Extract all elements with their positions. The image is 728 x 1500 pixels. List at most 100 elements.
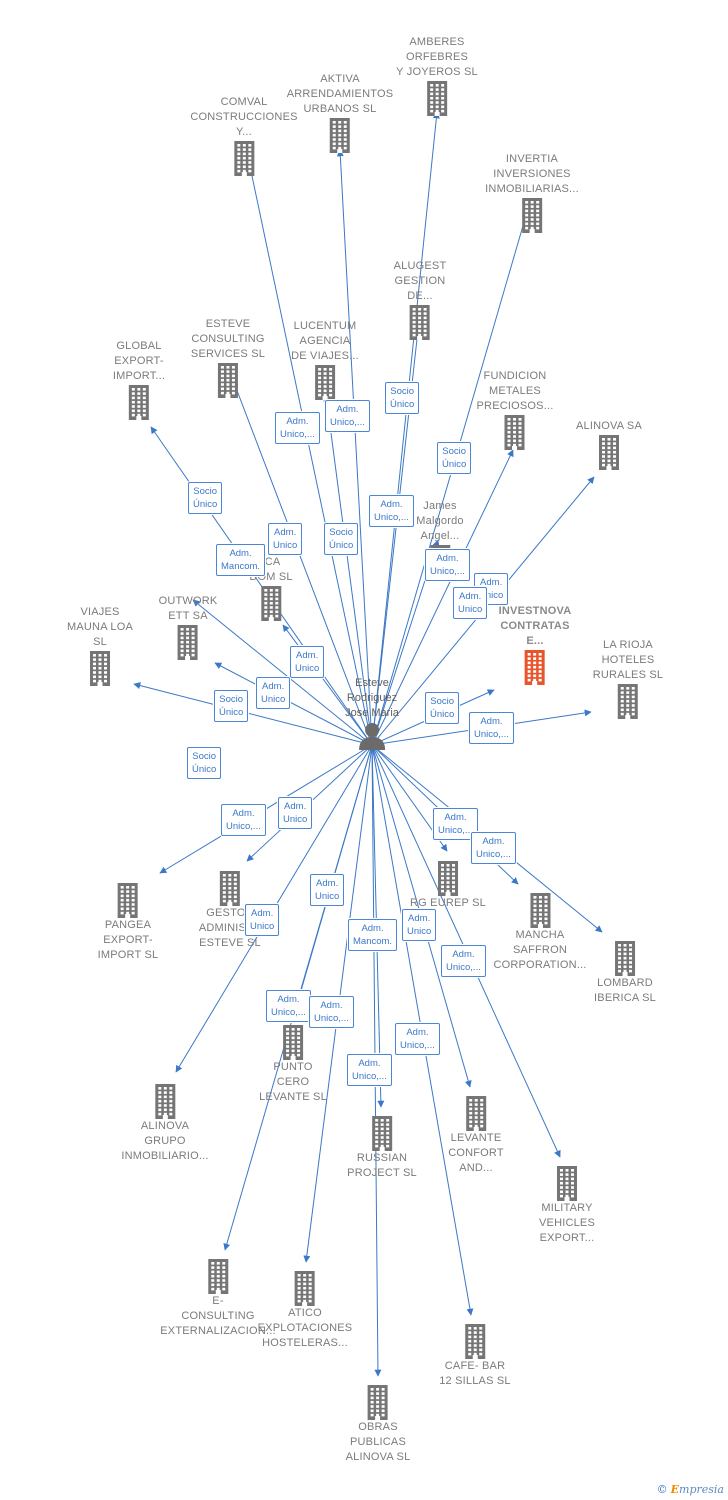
company-label: MANCHA SAFFRON CORPORATION... xyxy=(493,929,587,971)
company-node-viajes[interactable]: VIAJES MAUNA LOA SL xyxy=(67,605,133,686)
building-icon xyxy=(438,861,458,896)
company-node-atico[interactable]: ATICO EXPLOTACIONES HOSTELERAS... xyxy=(258,1270,353,1351)
company-label: INVESTNOVA CONTRATAS E... xyxy=(498,605,572,647)
building-icon xyxy=(128,385,149,420)
company-node-alugest[interactable]: ALUGEST GESTION DE... xyxy=(394,259,447,340)
company-label: LUCENTUM AGENCIA DE VIAJES... xyxy=(291,320,359,362)
company-node-comval[interactable]: COMVAL CONSTRUCCIONES Y... xyxy=(190,95,297,176)
relation-badge[interactable]: Adm. Unico xyxy=(290,646,325,678)
relation-badge[interactable]: Adm. Unico xyxy=(453,587,488,619)
relation-badge[interactable]: Adm. Unico,... xyxy=(395,1023,440,1055)
building-icon xyxy=(529,893,550,928)
building-icon xyxy=(524,650,545,685)
building-icon xyxy=(207,1259,228,1294)
relation-badge[interactable]: Adm. Unico,... xyxy=(325,400,370,432)
relation-badge[interactable]: Adm. Unico,... xyxy=(309,996,354,1028)
relation-badge[interactable]: Adm. Unico xyxy=(268,523,303,555)
relation-badge[interactable]: Socio Único xyxy=(187,747,222,779)
relation-badge[interactable]: Adm. Unico,... xyxy=(221,804,266,836)
building-icon xyxy=(330,118,350,153)
company-node-aktiva[interactable]: AKTIVA ARRENDAMIENTOS URBANOS SL xyxy=(287,72,394,153)
company-label: PANGEA EXPORT- IMPORT SL xyxy=(97,919,159,961)
company-label: PUNTO CERO LEVANTE SL xyxy=(259,1061,327,1103)
relation-badge[interactable]: Adm. Unico,... xyxy=(275,412,320,444)
relation-badge[interactable]: Socio Único xyxy=(385,382,420,414)
company-node-amberes[interactable]: AMBERES ORFEBRES Y JOYEROS SL xyxy=(396,35,478,116)
edge-2 xyxy=(245,156,373,746)
relation-badge[interactable]: Socio Único xyxy=(437,442,472,474)
building-icon xyxy=(599,435,619,470)
company-node-military[interactable]: MILITARY VEHICLES EXPORT... xyxy=(539,1165,595,1246)
company-label: INVERTIA INVERSIONES INMOBILIARIAS... xyxy=(485,153,579,195)
company-node-outwork[interactable]: OUTWORK ETT SA xyxy=(159,594,218,660)
building-icon xyxy=(556,1166,577,1201)
building-icon xyxy=(154,1084,175,1119)
relation-badge[interactable]: Adm. Mancom. xyxy=(216,544,266,576)
company-node-alinova-sa[interactable]: ALINOVA SA xyxy=(576,419,642,470)
relation-badge[interactable]: Adm. Unico,... xyxy=(441,945,486,977)
company-node-obras[interactable]: OBRAS PUBLICAS ALINOVA SL xyxy=(346,1384,411,1465)
company-node-econsulting[interactable]: E- CONSULTING EXTERNALIZACION... xyxy=(160,1258,276,1339)
relation-badge[interactable]: Adm. Unico,... xyxy=(471,832,516,864)
company-node-russian[interactable]: RUSSIAN PROJECT SL xyxy=(347,1115,417,1181)
company-label: CAFE- BAR 12 SILLAS SL xyxy=(439,1360,511,1387)
relation-badge[interactable]: Adm. Unico xyxy=(402,909,437,941)
company-node-lucentum[interactable]: LUCENTUM AGENCIA DE VIAJES... xyxy=(291,319,359,400)
relation-badge[interactable]: Adm. Unico xyxy=(245,904,280,936)
company-node-global[interactable]: GLOBAL EXPORT- IMPORT... xyxy=(113,339,165,420)
company-node-rg-eurep[interactable]: RG EUREP SL xyxy=(410,860,486,911)
relation-badge[interactable]: Adm. Unico xyxy=(256,677,291,709)
company-label: ATICO EXPLOTACIONES HOSTELERAS... xyxy=(257,1307,353,1349)
building-icon xyxy=(90,651,110,686)
relation-badge[interactable]: Adm. Unico,... xyxy=(266,990,311,1022)
relation-badge[interactable]: Socio Único xyxy=(425,692,460,724)
company-label: RG EUREP SL xyxy=(410,897,486,909)
company-label: COMVAL CONSTRUCCIONES Y... xyxy=(190,96,298,138)
building-icon xyxy=(427,81,447,116)
relation-badge[interactable]: Adm. Unico,... xyxy=(425,549,470,581)
company-label: OUTWORK ETT SA xyxy=(158,595,218,622)
company-label: ESTEVE CONSULTING SERVICES SL xyxy=(190,318,266,360)
relation-badge[interactable]: Adm. Unico xyxy=(310,874,345,906)
company-label: ALINOVA GRUPO INMOBILIARIO... xyxy=(121,1120,209,1162)
relation-badge[interactable]: Adm. Unico,... xyxy=(347,1054,392,1086)
relation-badge[interactable]: Adm. Unico xyxy=(278,797,313,829)
relation-badge[interactable]: Socio Único xyxy=(188,482,223,514)
company-node-alinova-grupo[interactable]: ALINOVA GRUPO INMOBILIARIO... xyxy=(121,1083,208,1164)
relation-badge[interactable]: Socio Único xyxy=(324,523,359,555)
relation-badge[interactable]: Adm. Mancom. xyxy=(348,919,398,951)
building-icon xyxy=(464,1324,485,1359)
company-label: E- CONSULTING EXTERNALIZACION... xyxy=(160,1295,276,1337)
company-node-la-rioja[interactable]: LA RIOJA HOTELES RURALES SL xyxy=(593,638,663,719)
relation-badge[interactable]: Adm. Unico,... xyxy=(369,495,414,527)
relation-badge[interactable]: Adm. Unico,... xyxy=(469,712,514,744)
edge-0 xyxy=(371,111,440,746)
center-person[interactable]: Esteve Rodriguez Jose Maria xyxy=(345,676,399,751)
company-node-fundicion[interactable]: FUNDICION METALES PRECIOSOS... xyxy=(477,369,554,450)
company-node-lombard[interactable]: LOMBARD IBERICA SL xyxy=(594,940,656,1006)
company-node-esteve-consulting[interactable]: ESTEVE CONSULTING SERVICES SL xyxy=(191,317,265,398)
edge-11 xyxy=(282,624,373,746)
company-label: LOMBARD IBERICA SL xyxy=(594,977,656,1004)
company-node-cafe[interactable]: CAFE- BAR 12 SILLAS SL xyxy=(439,1323,511,1389)
relation-badge[interactable]: Socio Único xyxy=(214,690,249,722)
building-icon xyxy=(614,941,635,976)
company-node-levante[interactable]: LEVANTE CONFORT AND... xyxy=(448,1095,504,1176)
edge-1 xyxy=(336,149,373,746)
company-label: AKTIVA ARRENDAMIENTOS URBANOS SL xyxy=(286,73,394,115)
edge-7 xyxy=(323,394,373,746)
building-icon xyxy=(220,871,240,906)
building-icon xyxy=(372,1116,392,1151)
company-node-invertia[interactable]: INVERTIA INVERSIONES INMOBILIARIAS... xyxy=(485,152,579,233)
company-node-investnova[interactable]: INVESTNOVA CONTRATAS E... xyxy=(499,604,572,685)
relation-badge[interactable]: Adm. Unico,... xyxy=(433,808,478,840)
building-icon xyxy=(282,1025,303,1060)
company-label: James Malgordo Angel... xyxy=(416,500,464,542)
company-node-pangea[interactable]: PANGEA EXPORT- IMPORT SL xyxy=(98,882,159,963)
building-icon xyxy=(368,1385,388,1420)
company-node-mancha[interactable]: MANCHA SAFFRON CORPORATION... xyxy=(493,892,586,973)
building-icon xyxy=(315,365,335,400)
company-node-punto[interactable]: PUNTO CERO LEVANTE SL xyxy=(259,1024,327,1105)
company-label: ALUGEST GESTION DE... xyxy=(393,260,447,302)
